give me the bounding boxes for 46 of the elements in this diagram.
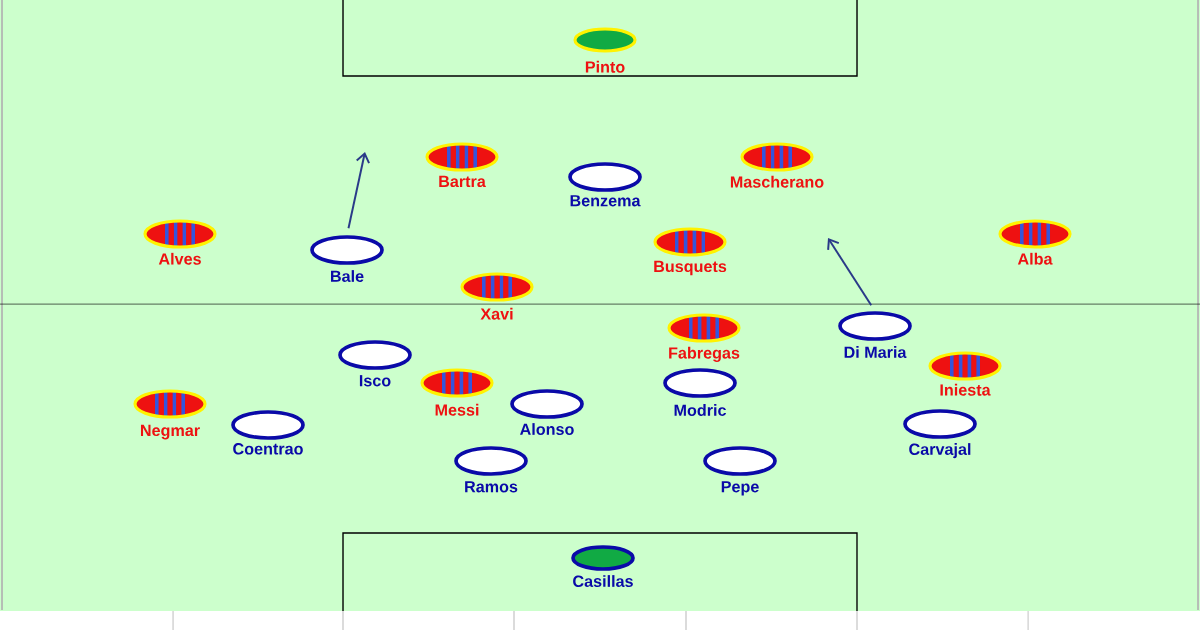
- node-label: Pepe: [721, 481, 759, 496]
- node-label: Coentrao: [233, 443, 303, 455]
- player-token: Fabregas: [667, 313, 741, 362]
- node-label: Busquets: [654, 260, 727, 276]
- player-token: Coentrao: [231, 410, 305, 455]
- player-token: Casillas: [571, 545, 635, 587]
- arrow: [347, 152, 371, 230]
- arrow: [827, 238, 873, 307]
- node-label: Alves: [158, 252, 201, 265]
- player-token: Xavi: [460, 272, 534, 320]
- node-label: Modric: [674, 404, 727, 416]
- player-token: Bartra: [425, 142, 499, 188]
- node-label: Pinto: [585, 60, 625, 73]
- player-token: Iniesta: [928, 351, 1002, 396]
- node-label: Alba: [1017, 252, 1053, 265]
- node-label: Benzema: [570, 195, 641, 207]
- player-token: Alves: [143, 219, 217, 265]
- node-label: Isco: [359, 375, 391, 387]
- player-token: Negmar: [133, 389, 207, 440]
- node-label: Bale: [331, 270, 364, 282]
- player-token: Messi: [420, 368, 494, 416]
- node-label: Mascherano: [730, 175, 824, 188]
- player-token: Busquets: [653, 227, 727, 276]
- player-token: Pinto: [573, 27, 637, 73]
- player-token: Alba: [998, 219, 1072, 265]
- node-label: Di Maria: [844, 346, 907, 358]
- node-label: Alonso: [520, 423, 574, 435]
- player-token: Ramos: [454, 446, 528, 493]
- node-label: Fabregas: [669, 346, 740, 362]
- node-label: Xavi: [480, 307, 513, 320]
- node-label: Messi: [435, 403, 479, 416]
- node-label: Carvajal: [909, 443, 971, 459]
- node-label: Casillas: [573, 575, 633, 587]
- player-token: Mascherano: [730, 142, 824, 188]
- player-token: Pepe: [703, 446, 777, 496]
- node-label: Iniesta: [940, 383, 991, 396]
- player-token: Di Maria: [838, 311, 912, 358]
- node-label: Bartra: [439, 175, 486, 188]
- player-token: Benzema: [568, 162, 642, 207]
- player-token: Bale: [310, 235, 384, 282]
- node-label: Negmar: [140, 424, 200, 440]
- player-token: Modric: [663, 368, 737, 416]
- player-token: Alonso: [510, 389, 584, 435]
- node-label: Ramos: [465, 481, 518, 493]
- player-token: Carvajal: [903, 409, 977, 459]
- player-token: Isco: [338, 340, 412, 387]
